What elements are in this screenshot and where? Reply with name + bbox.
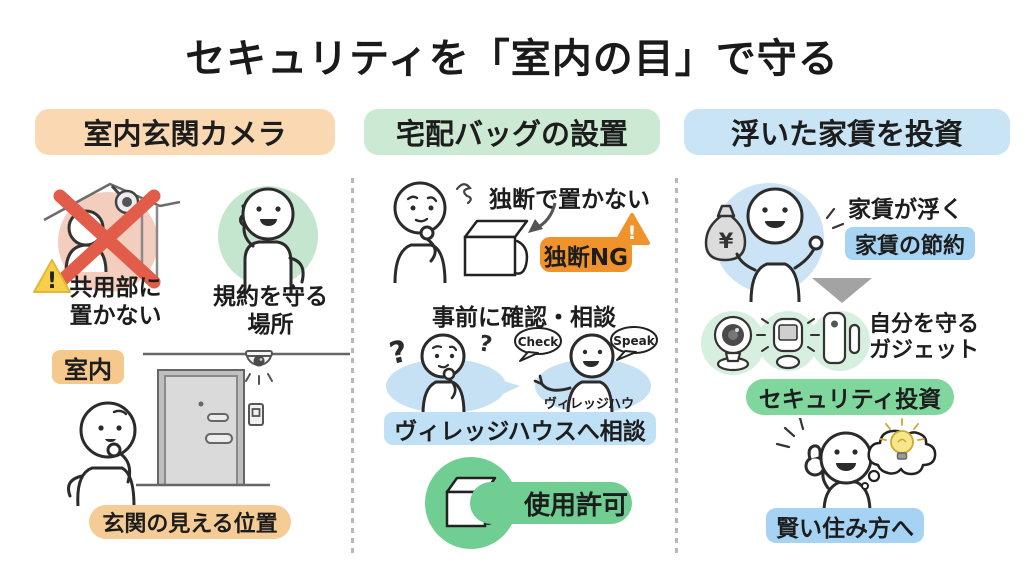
column-separator-2 [675,178,678,556]
worried-person-bag-illustration [393,181,557,283]
question-mark-large: ? [386,334,410,372]
down-arrow-icon [812,278,872,303]
gadgets-illustration [701,311,870,375]
column-separator-1 [351,178,354,556]
idea-cloud-icon [861,418,937,490]
ng-warning-icon: ! [614,213,650,245]
pointing-person-icon [239,187,305,294]
motion-sensor-icon [756,317,820,370]
rent-saved-illustration: ¥ [704,183,845,302]
door-scene-illustration [136,350,350,487]
lightbulb-icon [879,418,925,460]
page-title: セキュリティを「室内の目」で守る [185,36,839,82]
happy-person-icon [735,187,824,302]
asking-person-icon [420,333,466,414]
svg-text:!: ! [628,222,637,244]
usage-permission-badge: 使用許可 [470,482,632,524]
delivery-bag-icon [463,219,529,277]
dome-camera-icon [245,350,273,385]
no-solo-text: 独断で置かない [489,187,650,213]
indoor-badge: 室内 [52,350,124,384]
smart-living-badge: 賢い住み方へ [766,508,924,543]
answering-person-icon [533,333,615,414]
confirm-in-advance-text: 事前に確認・相談 [432,305,616,331]
no-common-area-caption: 共用部に 置かない [69,275,162,330]
door-sensor-icon [822,311,861,365]
sparkle-lines-icon [825,207,845,230]
svg-text:Speak: Speak [613,334,655,348]
red-cross-icon [53,189,161,289]
sigh-squiggle-icon [455,183,472,205]
thinking-person-icon [67,401,137,506]
rent-saving-badge: 家賃の節約 [845,227,975,260]
svg-text:Check: Check [518,335,560,349]
worried-person-icon [393,181,447,283]
rule-place-illustration [218,186,318,294]
question-mark-small: ? [477,331,494,358]
emphasis-lines-icon [775,418,805,449]
column1-header: 室内玄関カメラ [35,109,335,155]
check-speech-bubble: Check [514,327,562,362]
thumbs-up-person-icon [804,431,873,512]
self-protect-gadget-text: 自分を守る ガジェット [869,312,980,364]
column3-header: 浮いた家賃を投資 [684,109,1010,155]
doorbell-icon [248,403,264,426]
speak-speech-bubble: Speak [610,326,658,361]
solo-ng-badge: 独断NG [540,237,632,272]
money-bag-icon: ¥ [704,204,747,262]
warning-icon: ! [33,259,71,294]
rent-saved-text: 家賃が浮く [848,197,963,223]
security-invest-badge: セキュリティ投資 [746,379,954,415]
rule-place-caption: 規約を守る 場所 [213,284,328,339]
security-camera-icon [713,315,753,372]
entrance-visible-badge: 玄関の見える位置 [89,505,291,539]
column2-header: 宅配バッグの設置 [364,109,660,155]
consultation-illustration: ? ? Check Speak [386,326,658,414]
smart-living-illustration [775,418,937,512]
curved-arrow-icon [528,202,557,233]
svg-text:!: ! [47,269,57,294]
no-common-area-illustration: ! [33,182,181,294]
svg-text:¥: ¥ [719,229,734,253]
front-door-icon [157,369,245,486]
consult-badge: ヴィレッジハウスへ相談 [384,412,656,445]
